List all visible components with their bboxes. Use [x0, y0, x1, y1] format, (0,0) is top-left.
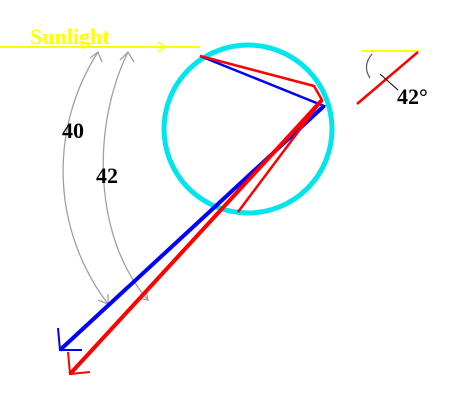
angle-label-42: 42: [96, 163, 118, 188]
blue-arrowhead: [57, 327, 82, 351]
arc-40-top-arrow: [89, 50, 103, 63]
angle-arc-40: [62, 51, 109, 305]
red-ray-path: [199, 54, 324, 213]
angle-label-40: 40: [62, 118, 84, 143]
raindrop-circle: [161, 42, 335, 216]
angle-arc-42: [102, 51, 149, 301]
sunlight-arrowhead: [157, 41, 167, 53]
inset-angle-label: 42°: [397, 84, 428, 109]
inset-pointer-line: [379, 73, 399, 91]
arc-42-top-arrow: [119, 50, 135, 63]
red-ray-outgoing: [68, 98, 324, 376]
red-arrowhead: [67, 351, 91, 376]
inset-red-ray: [356, 51, 419, 105]
inset-angle-arc: [365, 53, 373, 79]
sunlight-label: Sunlight: [30, 24, 110, 49]
